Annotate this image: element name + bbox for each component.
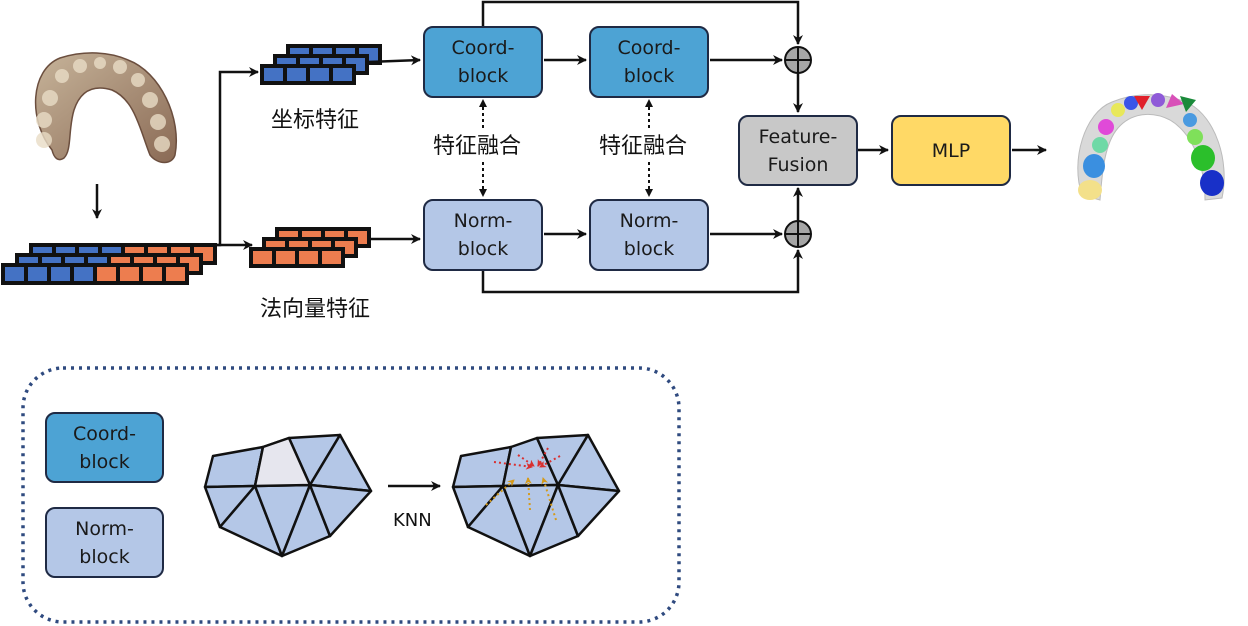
normal-feature-label: 法向量特征 <box>260 297 371 322</box>
knn-neighbor-arrows <box>485 447 561 521</box>
sum-node-top <box>784 46 812 74</box>
input-feature-matrix <box>1 243 217 285</box>
knn-label: KNN <box>393 510 432 531</box>
input-jaw-image <box>34 52 177 164</box>
input-matrix-cell <box>164 265 187 283</box>
feature-fusion-label-2: 特征融合 <box>599 134 688 159</box>
mesh-after-knn <box>451 433 621 558</box>
normal-feature-matrix <box>249 227 371 268</box>
feature-fusion-label-1: 特征融合 <box>433 134 522 159</box>
input-matrix-cell <box>118 265 141 283</box>
coord-block-2: Coord- block <box>589 26 709 98</box>
normal-matrix-cell <box>251 249 274 266</box>
input-matrix-cell <box>95 265 118 283</box>
skip-connection-norm <box>481 249 803 294</box>
arrow-input-split <box>202 67 259 250</box>
mesh-before-knn <box>203 433 373 558</box>
normal-matrix-cell <box>274 249 297 266</box>
input-matrix-cell <box>3 265 26 283</box>
skip-connection-coord <box>481 0 803 45</box>
input-matrix-cell <box>26 265 49 283</box>
sum-node-bottom <box>784 220 812 248</box>
norm-block-2: Norm- block <box>589 199 709 271</box>
coord-feature-matrix <box>260 44 382 85</box>
coord-feature-label: 坐标特征 <box>271 108 360 133</box>
feature-fusion-block: Feature- Fusion <box>738 115 858 186</box>
coord-block-1: Coord- block <box>423 26 543 98</box>
input-matrix-cell <box>141 265 164 283</box>
mlp-block: MLP <box>891 115 1011 186</box>
normal-matrix-cell <box>297 249 320 266</box>
legend-norm-block: Norm- block <box>45 507 164 578</box>
norm-block-1: Norm- block <box>423 199 543 271</box>
input-matrix-cell <box>49 265 72 283</box>
coord-matrix-cell <box>308 66 331 83</box>
coord-matrix-cell <box>285 66 308 83</box>
legend-box <box>21 366 681 624</box>
legend-coord-block: Coord- block <box>45 412 164 483</box>
normal-matrix-cell <box>320 249 343 266</box>
output-segmented-jaw-image <box>1077 93 1225 201</box>
coord-matrix-cell <box>331 66 354 83</box>
input-matrix-cell <box>72 265 95 283</box>
arrow-coord-feature-to-coord-block <box>367 55 421 66</box>
coord-matrix-cell <box>262 66 285 83</box>
